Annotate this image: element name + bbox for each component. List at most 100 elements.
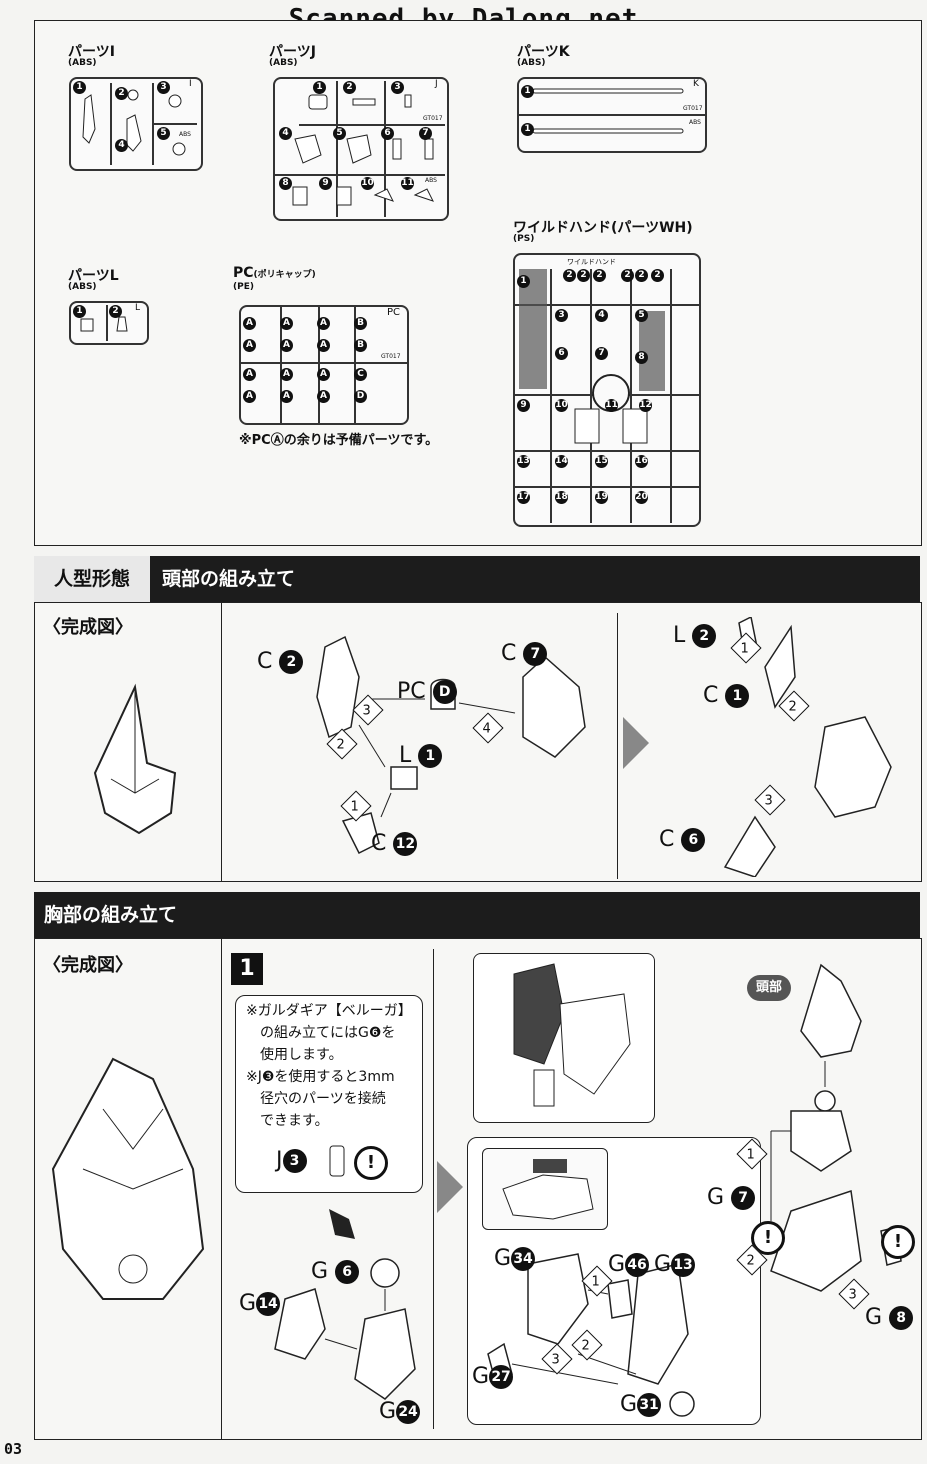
wild-hand-num: 2 xyxy=(563,269,576,282)
callout-number: 46 xyxy=(625,1253,650,1277)
chest-section-panel: 〈完成図〉 1 ※ガルダギア【ベルーガ】 の組み立てにはG❻を 使用します。 ※… xyxy=(34,938,922,1440)
part-j-num: 11 xyxy=(401,177,414,190)
pc-grid: A A A B A A A B A A A C A A A D xyxy=(243,317,403,403)
chest-reference-drawing xyxy=(513,963,631,1107)
part-k-num: 1 xyxy=(521,85,534,98)
callout-c6: C 6 xyxy=(659,827,706,852)
part-l-num: 1 xyxy=(73,305,86,318)
wild-hand-runner: ワイルドハンド 1 2 2 2 2 2 2 3 4 5 6 7 8 9 10 1… xyxy=(513,253,701,527)
callout-number: D xyxy=(432,680,457,704)
head-section-tab: 人型形態 xyxy=(34,556,150,602)
pc-row: A A A C xyxy=(243,368,403,381)
step-number: 2 xyxy=(746,1253,755,1269)
wild-hand-num: 9 xyxy=(517,399,530,412)
head-kansei-divider xyxy=(221,603,222,881)
callout-number: 6 xyxy=(335,1260,360,1284)
pc-cell: D xyxy=(354,390,367,403)
part-k-tag: K xyxy=(693,79,699,89)
chest-next-arrow xyxy=(437,1161,463,1213)
callout-letter: G xyxy=(494,1246,512,1271)
parts-sheet-panel: パーツI (ABS) 1 2 3 4 5 I ABS パーツJ (ABS) xyxy=(34,20,922,546)
part-j-material: (ABS) xyxy=(269,58,298,68)
callout-number: 8 xyxy=(889,1306,914,1330)
callout-letter: G xyxy=(311,1259,329,1284)
part-pc-title-sub: (ポリキャップ) xyxy=(253,270,316,280)
chest-kansei-label: 〈完成図〉 xyxy=(43,955,133,976)
callout-c1: C 1 xyxy=(703,683,750,708)
callout-number: 12 xyxy=(393,832,418,856)
callout-l1: L 1 xyxy=(399,743,443,768)
step-number: 3 xyxy=(551,1352,560,1368)
chest-note-line: ※ガルダギア【ベルーガ】 xyxy=(246,1003,412,1019)
part-j-num: 4 xyxy=(279,127,292,140)
wild-hand-num: 12 xyxy=(639,399,652,412)
head-kansei-label: 〈完成図〉 xyxy=(43,617,133,638)
pc-cell: A xyxy=(243,390,256,403)
wild-hand-num: 2 xyxy=(577,269,590,282)
part-j-num: 9 xyxy=(319,177,332,190)
pc-cell: A xyxy=(280,368,293,381)
callout-g6: G 6 xyxy=(311,1259,360,1284)
step-number: 2 xyxy=(788,699,797,715)
wild-hand-num: 19 xyxy=(595,491,608,504)
callout-g7: G 7 xyxy=(707,1185,756,1210)
part-i-title: パーツI xyxy=(68,44,115,60)
part-j-runner: 1 2 3 4 5 6 7 8 9 10 11 J ABS GT017 xyxy=(273,77,449,221)
wild-hand-num: 6 xyxy=(555,347,568,360)
part-j-code2: GT017 xyxy=(423,115,443,122)
pc-cell: B xyxy=(354,317,367,330)
part-i-tag: I xyxy=(189,79,192,89)
pc-cell: A xyxy=(317,317,330,330)
step-number: 1 xyxy=(350,799,359,815)
pc-cell: C xyxy=(354,368,367,381)
callout-number: 7 xyxy=(731,1186,756,1210)
part-k-code: GT017 xyxy=(683,105,703,112)
chest-inset-box xyxy=(482,1148,608,1230)
chest-right-drawing xyxy=(770,963,902,1292)
wild-hand-num: 10 xyxy=(555,399,568,412)
callout-number: 31 xyxy=(637,1393,662,1417)
callout-number: 14 xyxy=(256,1292,281,1316)
part-l-drawing xyxy=(80,305,128,341)
warning-icon: ! xyxy=(354,1146,388,1180)
callout-letter: L xyxy=(399,743,412,768)
callout-number: 2 xyxy=(279,650,304,674)
wild-hand-num: 16 xyxy=(635,455,648,468)
part-pc-title: PC(ポリキャップ) xyxy=(233,265,316,281)
chest-section-header: 胸部の組み立て xyxy=(34,892,920,938)
wild-hand-num: 15 xyxy=(595,455,608,468)
part-k-code2: ABS xyxy=(689,119,701,126)
head-step-diagram xyxy=(316,635,586,855)
callout-number: 3 xyxy=(282,1149,307,1173)
part-l-material: (ABS) xyxy=(68,282,97,292)
part-k-drawing xyxy=(519,88,705,134)
callout-letter: G xyxy=(620,1392,638,1417)
wild-hand-num: 14 xyxy=(555,455,568,468)
part-j-tag: J xyxy=(435,79,438,89)
pc-row: A A A B xyxy=(243,339,403,352)
wild-hand-num: 1 xyxy=(517,275,530,288)
wild-hand-num: 2 xyxy=(651,269,664,282)
part-pc-title-main: PC xyxy=(233,265,254,281)
step-number: 1 xyxy=(591,1274,600,1290)
wild-hand-num: 8 xyxy=(635,351,648,364)
wild-hand-num: 2 xyxy=(621,269,634,282)
wild-hand-num: 2 xyxy=(635,269,648,282)
pc-cell: A xyxy=(317,390,330,403)
part-pc-tag: PC xyxy=(387,307,401,318)
wild-hand-num: 2 xyxy=(593,269,606,282)
step-number: 3 xyxy=(362,703,371,719)
pc-cell: A xyxy=(243,368,256,381)
pc-row: A A A B xyxy=(243,317,403,330)
chest-note-box: ※ガルダギア【ベルーガ】 の組み立てにはG❻を 使用します。 ※J❸を使用すると… xyxy=(235,995,423,1193)
wild-hand-num: 13 xyxy=(517,455,530,468)
page-number: 03 xyxy=(4,1440,23,1458)
step-number: 3 xyxy=(848,1287,857,1303)
part-i-num: 4 xyxy=(115,139,128,152)
wild-hand-num: 20 xyxy=(635,491,648,504)
part-j-drawing xyxy=(275,81,445,217)
